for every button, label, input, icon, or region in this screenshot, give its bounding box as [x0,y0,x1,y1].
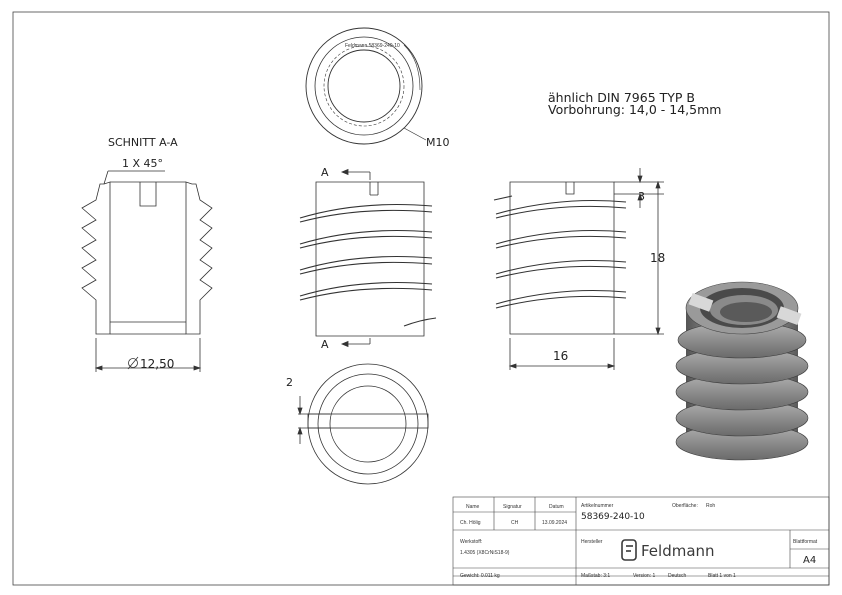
width-label: 16 [553,349,568,363]
title-block [452,496,830,586]
cut-label-bottom: A [321,338,329,351]
artikelnummer-value: 58369-240-10 [581,512,645,522]
werkstoff-value: 1.4305 (X8CrNiS18-9) [460,550,510,556]
name-value: Ch. Hölig [460,520,481,526]
height-label: 18 [650,251,665,265]
top-view [305,27,427,145]
werkstoff-label: Werkstoff: [460,539,482,545]
artikelnummer-label: Artikelnummer [581,503,614,509]
col-name: Name [466,504,480,510]
col-signatur: Signatur [503,504,522,510]
section-title: SCHNITT A-A [108,136,178,149]
oberflaeche-value: Roh [706,503,715,509]
note-line-1: ähnlich DIN 7965 TYP B [548,90,695,105]
blattformat-value: A4 [803,555,816,566]
slot-depth-label: 3 [638,190,645,203]
hersteller-label: Hersteller [581,539,603,545]
thread-label: M10 [426,136,450,149]
insert-3d-render [675,281,809,461]
version: Version: 1 [633,573,655,579]
top-view-marking: Feldmann 58369-240-10 [345,43,400,49]
note-line-2: Vorbohrung: 14,0 - 14,5mm [548,102,721,117]
sprache: Deutsch [668,573,687,579]
oberflaeche-label: Oberfläche: [672,503,698,509]
logo-text: Feldmann [641,542,715,560]
logo [621,539,637,561]
blattformat-label: Blattformat [793,539,818,545]
cut-label-top: A [321,166,329,179]
chamfer-label: 1 X 45° [122,157,163,170]
bottom-view [297,363,429,485]
gewicht: Gewicht: 0.011 kg [460,573,500,579]
dimension-view [493,168,664,370]
section-view [81,170,213,372]
slot-dim-label: 2 [286,376,293,389]
signatur-value: CH [511,520,519,526]
section-diameter: 12,50 [140,357,174,371]
side-view [299,168,437,348]
col-datum: Datum [549,504,564,510]
datum-value: 13.09.2024 [542,520,567,526]
massstab: Maßstab: 3:1 [581,573,610,579]
blatt: Blatt 1 von 1 [708,573,736,579]
sheet-border [12,11,830,586]
